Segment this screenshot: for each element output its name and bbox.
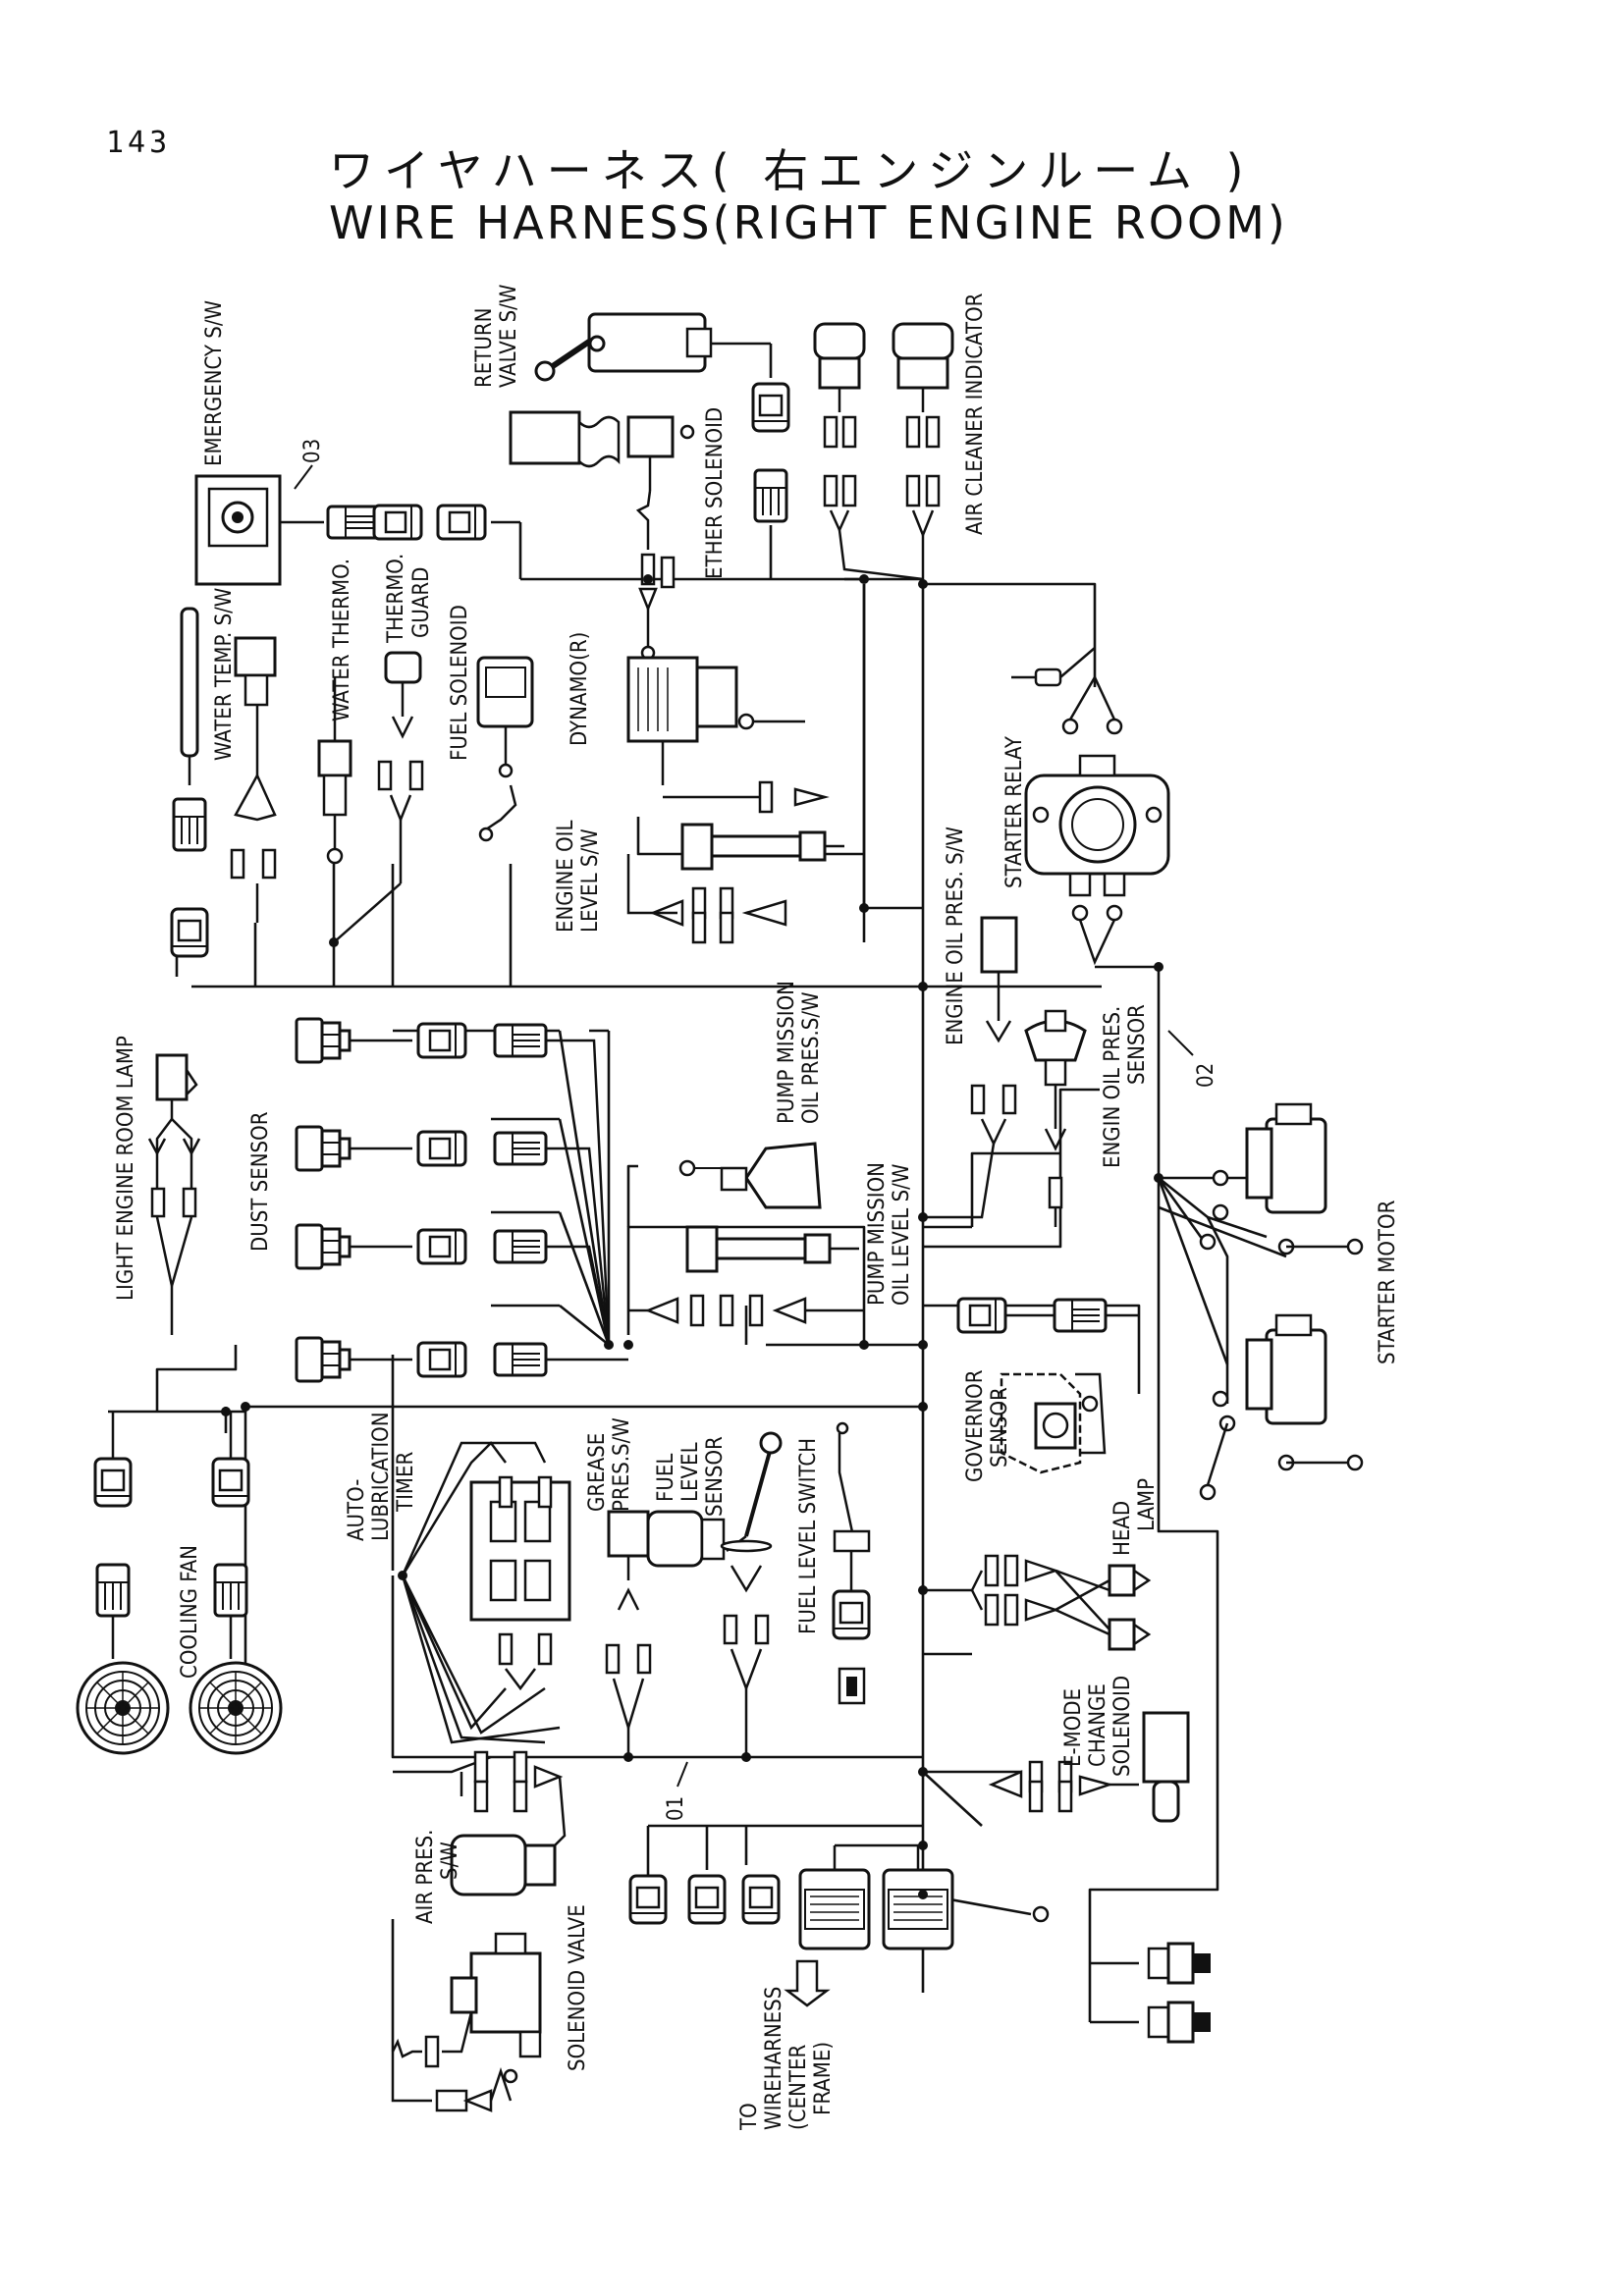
label-return-valve-2: VALVE S/W — [497, 285, 521, 388]
head-lamp — [923, 1554, 1152, 1651]
label-grease-pres-1: GREASE — [585, 1433, 610, 1512]
label-to-wireharness-3: (CENTER — [786, 2045, 811, 2130]
label-fuel-level-sensor-3: SENSOR — [703, 1436, 728, 1517]
bottom-right-sensors — [1147, 1942, 1211, 2044]
label-governor-sensor-1: GOVERNOR — [963, 1369, 988, 1482]
page-title-japanese: ワイヤハーネス( 右エンジンルーム ) — [329, 144, 1254, 197]
label-thermo-guard-1: THERMO. — [384, 554, 408, 644]
label-auto-lubrication-1: AUTO- — [345, 1479, 369, 1541]
governor-sensor-connectors — [956, 1297, 1139, 1334]
return-valve-switch — [534, 312, 790, 579]
label-cooling-fan: COOLING FAN — [178, 1545, 202, 1679]
page-title-english: WIRE HARNESS(RIGHT ENGINE ROOM) — [329, 196, 1288, 249]
label-wire-02: 02 — [1194, 1063, 1218, 1088]
engine-oil-pressure-switch — [923, 916, 1018, 1219]
light-engine-room-lamp — [147, 1053, 201, 1335]
label-water-temp-sw: WATER TEMP. S/W — [212, 588, 237, 761]
cooling-fan-right — [189, 1412, 283, 1755]
label-fuel-solenoid: FUEL SOLENOID — [448, 605, 472, 761]
auto-lubrication-timer — [401, 1441, 571, 1744]
label-solenoid-valve: SOLENOID VALVE — [566, 1904, 590, 2071]
label-engin-oil-pres-sensor-1: ENGIN OIL PRES. — [1101, 1006, 1125, 1168]
pump-mission-oil-level-switch — [628, 1225, 864, 1327]
label-thermo-guard-2: GUARD — [409, 567, 434, 638]
water-thermo-sensor — [317, 677, 352, 865]
label-fuel-level-switch: FUEL LEVEL SWITCH — [796, 1438, 821, 1634]
label-pump-mission-oil-level-2: OIL LEVEL S/W — [890, 1164, 914, 1306]
grease-pressure-switch — [605, 1510, 726, 1757]
label-engine-oil-level-1: ENGINE OIL — [554, 820, 578, 933]
label-water-thermo: WATER THERMO. — [330, 559, 354, 721]
label-air-pres-sw-2: S/W — [438, 1842, 462, 1880]
label-e-mode-3: SOLENOID — [1110, 1676, 1135, 1777]
label-to-wireharness-1: TO — [737, 2103, 762, 2131]
label-air-pres-sw-1: AIR PRES. — [413, 1830, 438, 1924]
label-starter-motor: STARTER MOTOR — [1376, 1200, 1400, 1364]
cooling-fan-left — [76, 1412, 170, 1755]
pump-mission-oil-pressure-switch — [678, 1142, 822, 1209]
label-engine-oil-level-2: LEVEL S/W — [578, 828, 603, 933]
dust-sensor-1 — [295, 1017, 548, 1064]
governor-sensor — [1000, 1372, 1107, 1474]
label-dust-sensor: DUST SENSOR — [248, 1111, 273, 1252]
dust-sensor-2 — [295, 1125, 548, 1172]
label-head-lamp-1: HEAD — [1110, 1501, 1135, 1556]
label-engine-oil-pres-sw: ENGINE OIL PRES. S/W — [944, 827, 968, 1045]
label-air-cleaner-indicator: AIR CLEANER INDICATOR — [963, 293, 988, 535]
dust-sensor-3 — [295, 1223, 548, 1270]
emergency-switch — [194, 474, 324, 586]
junction-dots — [221, 574, 1163, 1899]
label-grease-pres-2: PRES.S/W — [610, 1417, 634, 1512]
engine-oil-pressure-sensor — [1024, 1009, 1087, 1227]
label-fuel-level-sensor-2: LEVEL — [678, 1442, 703, 1502]
label-dynamo: DYNAMO(R) — [568, 632, 592, 746]
fuel-level-switch — [832, 1421, 871, 1705]
starter-motor-upper — [1199, 1102, 1364, 1255]
dynamo — [626, 656, 830, 814]
page-number: 143 — [106, 126, 172, 160]
label-fuel-level-sensor-1: FUEL — [654, 1454, 678, 1502]
thermo-guard — [333, 651, 424, 943]
label-head-lamp-2: LAMP — [1135, 1478, 1160, 1531]
label-light-engine-room-lamp: LIGHT ENGINE ROOM LAMP — [114, 1036, 138, 1301]
label-auto-lubrication-3: TIMER — [394, 1451, 418, 1513]
fuel-level-sensor — [720, 1431, 783, 1757]
label-pump-mission-oil-pres-2: OIL PRES.S/W — [799, 991, 824, 1124]
ether-solenoid — [509, 410, 695, 661]
label-pump-mission-oil-pres-1: PUMP MISSION — [775, 981, 799, 1124]
label-wire-03: 03 — [300, 439, 325, 463]
solenoid-valve — [391, 1932, 542, 2112]
label-wire-01: 01 — [664, 1796, 688, 1821]
water-temp-switch — [170, 607, 277, 958]
label-engin-oil-pres-sensor-2: SENSOR — [1125, 1004, 1150, 1085]
air-cleaner-indicators — [813, 322, 954, 584]
starter-motor-lower — [1199, 1313, 1364, 1501]
label-starter-relay: STARTER RELAY — [1002, 735, 1027, 888]
label-return-valve-1: RETURN — [472, 308, 497, 388]
label-auto-lubrication-2: LUBRICATION — [369, 1412, 394, 1541]
label-pump-mission-oil-level-1: PUMP MISSION — [865, 1162, 890, 1306]
fuel-solenoid — [476, 656, 534, 842]
label-governor-sensor-2: SENSOR — [988, 1387, 1012, 1468]
e-mode-change-solenoid — [988, 1711, 1190, 1823]
label-e-mode-1: E-MODE — [1061, 1688, 1086, 1767]
label-to-wireharness-2: WIREHARNESS — [762, 1987, 786, 2130]
dust-sensor-4 — [295, 1336, 548, 1383]
label-to-wireharness-4: FRAME) — [811, 2042, 836, 2115]
air-pressure-switch — [393, 1750, 567, 1896]
label-e-mode-2: CHANGE — [1086, 1683, 1110, 1767]
label-ether-solenoid: ETHER SOLENOID — [703, 407, 728, 579]
water-thermo-connector — [326, 504, 522, 579]
bottom-harness-connectors — [628, 1843, 1050, 2007]
label-emergency-sw: EMERGENCY S/W — [202, 300, 227, 466]
starter-relay — [1011, 647, 1170, 966]
engine-oil-level-switch — [626, 823, 844, 944]
